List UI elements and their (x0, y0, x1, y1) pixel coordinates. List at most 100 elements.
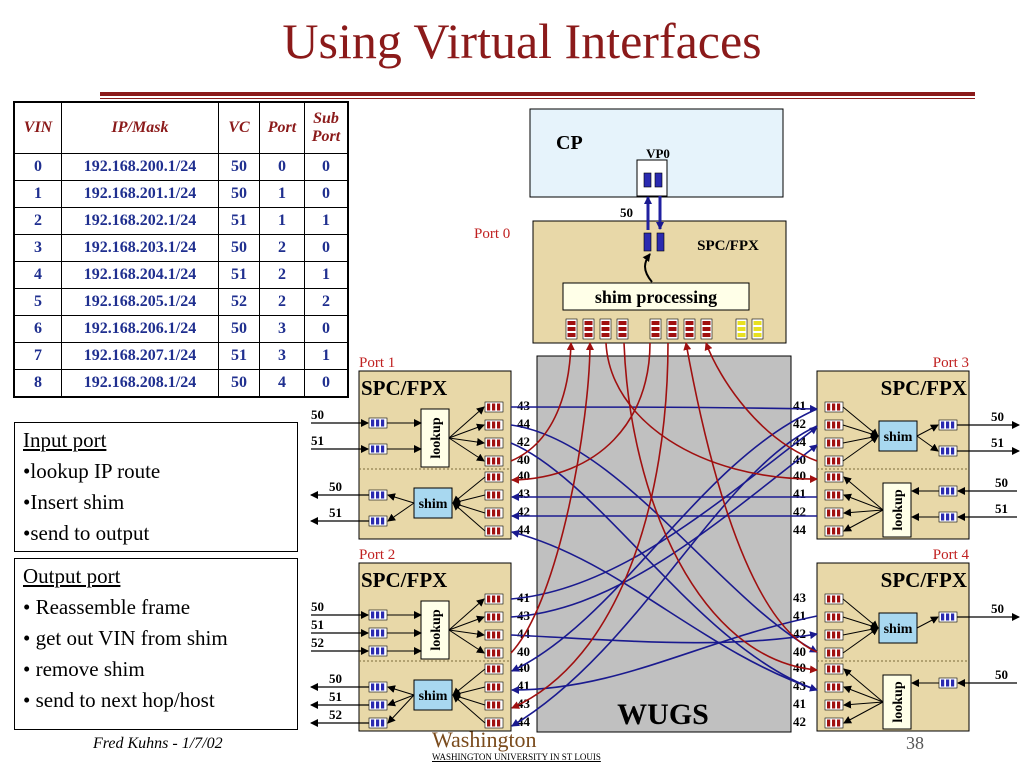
output-port-heading: Output port (23, 564, 121, 588)
port-name: Port 4 (933, 547, 970, 563)
buffer-icon (938, 677, 958, 689)
spc-buffer (643, 232, 652, 252)
buffer-icon (824, 419, 844, 431)
vc-label: 52 (311, 635, 324, 650)
lookup-box (882, 674, 912, 730)
table-cell: 7 (13, 342, 62, 370)
buffer-icon (484, 471, 504, 483)
input-port-heading: Input port (23, 428, 107, 452)
buffer-cell (685, 333, 694, 337)
fan-line (842, 627, 879, 654)
table-cell: 3 (13, 234, 62, 262)
wugs-switch (536, 355, 792, 733)
input-port-item: •lookup IP route (23, 459, 161, 483)
buffer-icon (368, 443, 388, 455)
table-cell: 2 (259, 234, 305, 262)
table-cell: 50 (218, 234, 260, 262)
buffer-icon (824, 437, 844, 449)
vc-label: 40 (517, 644, 530, 659)
spc-label: SPC/FPX (361, 568, 447, 592)
buffer-icon (824, 717, 844, 729)
input-port-item: •send to output (23, 521, 150, 545)
fan-line (448, 423, 485, 439)
vc-label: 42 (517, 434, 530, 449)
buffer-cell (702, 327, 711, 331)
vc-label: 50 (329, 671, 342, 686)
buffer-icon (938, 445, 958, 457)
buffer-icon (824, 489, 844, 501)
table-cell: 1 (259, 180, 305, 208)
buffer-icon (824, 681, 844, 693)
vp-buffer (654, 172, 663, 188)
buffer-cell (753, 321, 762, 325)
vc-label: 41 (793, 696, 806, 711)
shim-box (878, 612, 918, 644)
title-rule-thin (100, 98, 975, 99)
switch-link (605, 342, 818, 484)
cp-label: CP (556, 132, 583, 154)
table-cell: 0 (304, 180, 349, 208)
port0-buffers (565, 318, 764, 340)
shim-label: shim (419, 497, 448, 512)
buffer-cell (651, 321, 660, 325)
fan-line (916, 616, 939, 629)
switch-link (683, 342, 818, 653)
vc-label: 50 (991, 601, 1004, 616)
buffer-icon (484, 699, 504, 711)
fan-line (387, 502, 415, 522)
vc-label: 42 (793, 714, 806, 729)
fan-line (843, 476, 884, 511)
buffer-cell (618, 333, 627, 337)
switch-link (510, 404, 818, 413)
fan-line (448, 437, 485, 446)
table-cell: 51 (218, 342, 260, 370)
vp0-label: VP0 (646, 146, 670, 161)
buffer-icon (484, 507, 504, 519)
table-cell: 0 (259, 153, 305, 181)
vc-label: 43 (517, 398, 531, 413)
table-cell: 51 (218, 261, 260, 289)
table-cell: 192.168.200.1/24 (61, 153, 219, 181)
table-cell: 0 (304, 234, 349, 262)
buffer-icon (484, 629, 504, 641)
output-port-item: • get out VIN from shim (23, 626, 228, 650)
fan-line (843, 508, 884, 517)
buffer-cell (601, 327, 610, 331)
fan-line (452, 502, 486, 532)
buffer-icon (484, 437, 504, 449)
table-cell: 5 (13, 288, 62, 316)
switch-link (510, 342, 575, 462)
table-cell: 6 (13, 315, 62, 343)
buffer-icon (484, 647, 504, 659)
fan-line (843, 701, 884, 724)
buffer-icon (938, 419, 958, 431)
switch-link (511, 342, 651, 484)
buffer-cell (685, 321, 694, 325)
buffer-cell (567, 333, 576, 337)
buffer-cell (584, 327, 593, 331)
table-header-cell: Port (259, 101, 305, 154)
table-cell: 3 (259, 315, 305, 343)
vc-label: 43 (517, 696, 531, 711)
buffer-icon (368, 489, 388, 501)
buffer-icon (368, 645, 388, 657)
title-rule (100, 92, 975, 96)
input-port-item: •Insert shim (23, 490, 125, 514)
shim-box (413, 679, 453, 711)
vc-label: 51 (995, 501, 1008, 516)
table-cell: 1 (304, 261, 349, 289)
switch-link (510, 342, 594, 654)
fan-line (387, 694, 415, 707)
lookup-label: lookup (429, 609, 444, 650)
input-port-box: Input port •lookup IP route •Insert shim… (14, 422, 298, 552)
vc-label: 50 (311, 599, 324, 614)
buffer-cell (601, 321, 610, 325)
buffer-icon (368, 417, 388, 429)
vp-buffer (643, 172, 652, 188)
fan-line (843, 493, 884, 511)
fan-line (843, 685, 884, 703)
